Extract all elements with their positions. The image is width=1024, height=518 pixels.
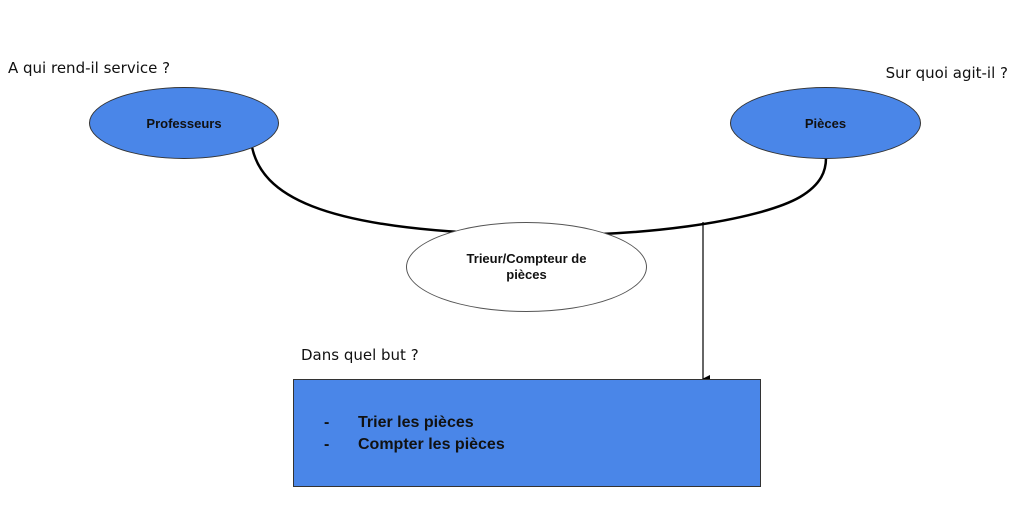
goal-bullet: - — [324, 414, 330, 431]
goal-item: - Compter les pièces — [324, 434, 760, 456]
question-acts-on: Sur quoi agit-il ? — [885, 64, 1008, 82]
goal-item-label: Trier les pièces — [358, 414, 474, 431]
node-pieces: Pièces — [730, 87, 921, 159]
goal-bullet: - — [324, 436, 330, 453]
goal-list: - Trier les pièces - Compter les pièces — [324, 412, 760, 456]
node-professeurs-label: Professeurs — [146, 115, 222, 131]
goal-item: - Trier les pièces — [324, 412, 760, 434]
goal-box: - Trier les pièces - Compter les pièces — [293, 379, 761, 487]
question-served: A qui rend-il service ? — [8, 59, 171, 77]
node-pieces-label: Pièces — [804, 115, 847, 131]
node-professeurs: Professeurs — [89, 87, 279, 159]
goal-item-label: Compter les pièces — [358, 436, 505, 453]
node-system-label: Trieur/Compteur de pièces — [466, 250, 587, 282]
question-purpose: Dans quel but ? — [301, 346, 419, 364]
node-system: Trieur/Compteur de pièces — [406, 222, 647, 312]
